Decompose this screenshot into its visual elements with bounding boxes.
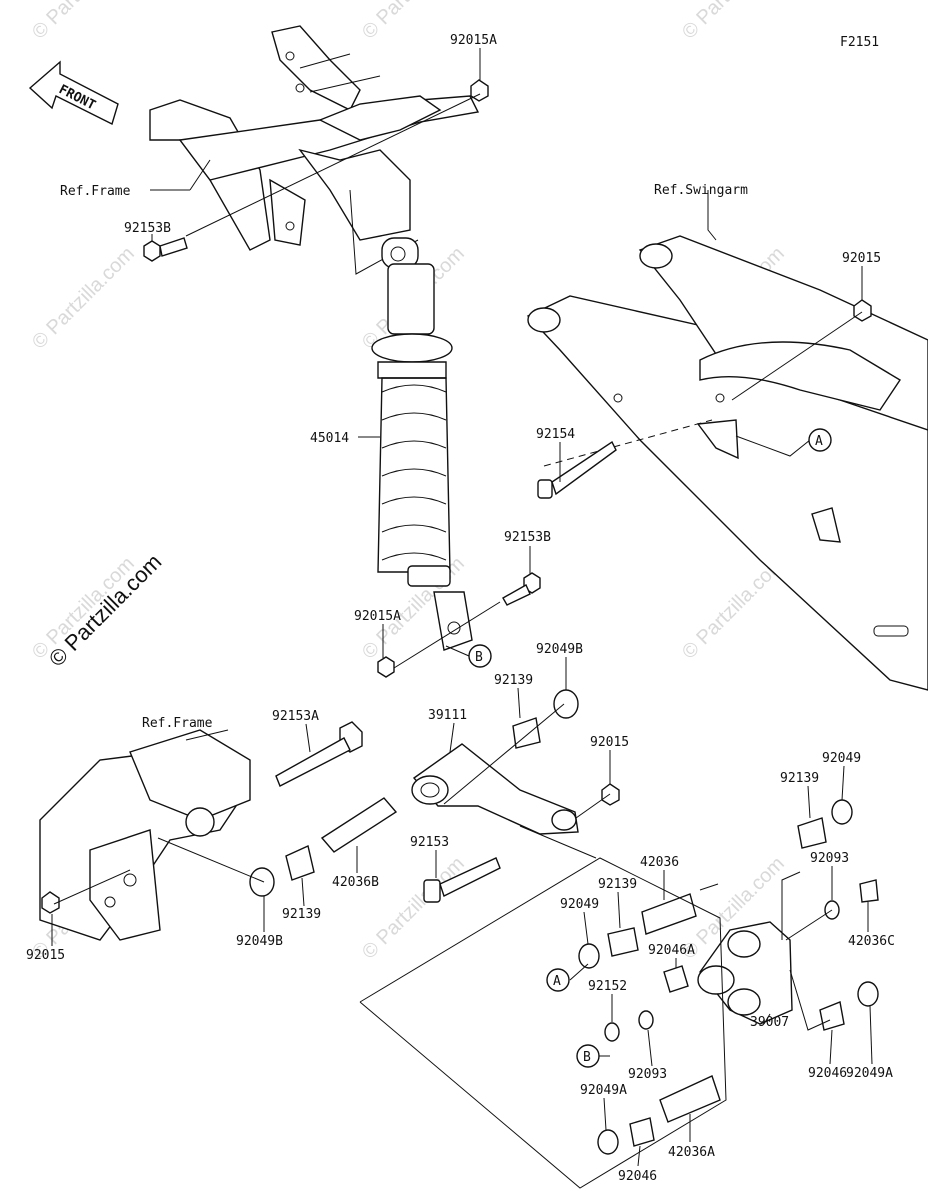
part-92154: 92154	[536, 427, 575, 442]
part-92049A-bottom: 92049A	[580, 1083, 627, 1098]
part-92093-right: 92093	[810, 851, 849, 866]
part-39111: 39111	[428, 708, 467, 723]
marker-a-label-2: A	[553, 974, 561, 989]
assembly-lines	[53, 93, 863, 1189]
part-92153A: 92153A	[272, 709, 319, 724]
marker-b-rocker: B	[576, 1044, 600, 1068]
part-42036A: 42036A	[668, 1145, 715, 1160]
ref-frame-top-label: Ref.Frame	[60, 184, 131, 199]
swingarm	[526, 235, 928, 691]
frame-top	[149, 25, 480, 275]
marker-a-rocker: A	[546, 968, 570, 992]
part-92139-left: 92139	[282, 907, 321, 922]
part-92139-mid: 92139	[598, 877, 637, 892]
part-92046-bottom: 92046	[618, 1169, 657, 1184]
part-92049-mid: 92049	[560, 897, 599, 912]
part-92015A-top: 92015A	[450, 33, 497, 48]
part-92152: 92152	[588, 979, 627, 994]
part-92046A: 92046A	[648, 943, 695, 958]
part-42036B: 42036B	[332, 875, 379, 890]
link-rod-39111	[411, 743, 579, 835]
watermark-1: © Partzilla.com	[28, 0, 139, 44]
part-92015-left: 92015	[26, 948, 65, 963]
marker-b-label-1: B	[475, 650, 483, 665]
part-42036: 42036	[640, 855, 679, 870]
marker-b-shock: B	[468, 644, 492, 668]
part-92046-right: 92046	[808, 1066, 847, 1081]
part-92015-link: 92015	[590, 735, 629, 750]
part-92015A-mid: 92015A	[354, 609, 401, 624]
marker-a-label-1: A	[815, 434, 823, 449]
front-arrow: FRONT	[28, 60, 119, 125]
part-92153: 92153	[410, 835, 449, 850]
part-39007: 39007	[750, 1015, 789, 1030]
part-92139-right: 92139	[780, 771, 819, 786]
part-92153B-mid: 92153B	[504, 530, 551, 545]
part-92015-swingarm: 92015	[842, 251, 881, 266]
ref-swingarm-label: Ref.Swingarm	[654, 183, 748, 198]
leader-lines	[51, 48, 873, 1167]
part-42036C: 42036C	[848, 934, 895, 949]
part-labels: Ref.Frame Ref.Swingarm Ref.Frame 92015A …	[26, 33, 895, 1184]
brand-logo: © Partzilla.com	[44, 549, 167, 672]
figure-code: F2151	[840, 35, 879, 50]
part-92139-top: 92139	[494, 673, 533, 688]
part-92049-right: 92049	[822, 751, 861, 766]
watermark-3: © Partzilla.com	[678, 0, 789, 44]
part-92093-mid: 92093	[628, 1067, 667, 1082]
part-92049B-left: 92049B	[236, 934, 283, 949]
frame-bottom	[39, 729, 251, 941]
small-parts	[41, 79, 879, 1155]
part-92049B-top: 92049B	[536, 642, 583, 657]
shock-absorber-45014	[371, 237, 473, 651]
watermark-4: © Partzilla.com	[28, 243, 139, 354]
part-92049A-right: 92049A	[846, 1066, 893, 1081]
part-92153B-top: 92153B	[124, 221, 171, 236]
ref-frame-bottom-label: Ref.Frame	[142, 716, 213, 731]
marker-a-swingarm: A	[808, 428, 832, 452]
part-45014: 45014	[310, 431, 349, 446]
marker-b-label-2: B	[583, 1050, 591, 1065]
